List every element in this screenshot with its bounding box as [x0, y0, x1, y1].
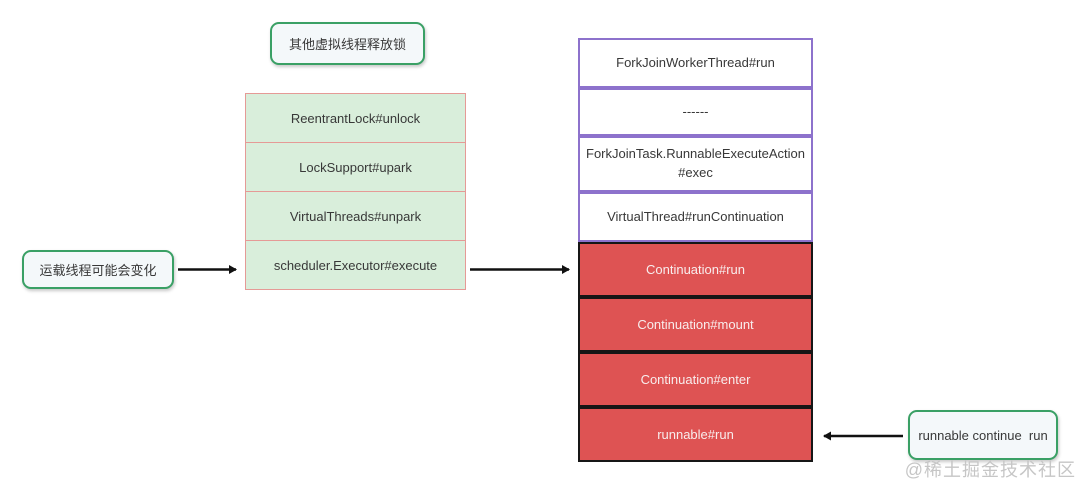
frame-forkjoinworkerthread-run: ForkJoinWorkerThread#run [578, 38, 813, 88]
stack-row-reentrantlock-unlock: ReentrantLock#unlock [245, 93, 466, 143]
frame-label: runnable#run [657, 427, 734, 442]
stack-row-scheduler-executor-execute: scheduler.Executor#execute [245, 240, 466, 290]
frame-forkjointask-runnableexecuteaction-exec: ForkJoinTask.RunnableExecuteAction#exec [578, 136, 813, 192]
frame-label: ForkJoinWorkerThread#run [616, 54, 775, 70]
stack-row-label: ReentrantLock#unlock [290, 110, 421, 126]
virtual-thread-call-stack: ForkJoinWorkerThread#run ------ ForkJoin… [578, 38, 813, 462]
frame-runnable-run: runnable#run [578, 407, 813, 462]
stack-row-label: scheduler.Executor#execute [273, 257, 438, 273]
stack-row-label: LockSupport#upark [299, 159, 412, 175]
note-label: 运载线程可能会变化 [39, 263, 157, 278]
frame-label: ------ [682, 103, 709, 119]
stack-row-label: VirtualThreads#unpark [289, 208, 422, 224]
note-carrier-thread-may-change: 运载线程可能会变化 [22, 250, 174, 289]
watermark: @稀土掘金技术社区 [904, 460, 1076, 480]
unlock-method-stack: ReentrantLock#unlock LockSupport#upark V… [245, 93, 466, 290]
frame-label: Continuation#enter [640, 372, 751, 387]
frame-continuation-enter: Continuation#enter [578, 352, 813, 407]
frame-continuation-mount: Continuation#mount [578, 297, 813, 352]
note-runnable-continue-run: runnable continue run [908, 410, 1058, 460]
frame-continuation-run: Continuation#run [578, 242, 813, 297]
frame-ellipsis: ------ [578, 88, 813, 136]
stack-row-virtualthreads-unpark: VirtualThreads#unpark [245, 191, 466, 241]
frame-label: ForkJoinTask.RunnableExecuteAction#exec [586, 146, 805, 180]
frame-label: Continuation#mount [637, 317, 754, 332]
stack-row-locksupport-upark: LockSupport#upark [245, 142, 466, 192]
note-label: runnable continue run [918, 427, 1048, 443]
frame-virtualthread-runcontinuation: VirtualThread#runContinuation [578, 192, 813, 242]
frame-label: Continuation#run [645, 262, 746, 277]
note-other-vthreads-release-lock: 其他虚拟线程释放锁 [270, 22, 425, 65]
frame-label: VirtualThread#runContinuation [607, 208, 784, 224]
note-label: 其他虚拟线程释放锁 [288, 37, 406, 52]
